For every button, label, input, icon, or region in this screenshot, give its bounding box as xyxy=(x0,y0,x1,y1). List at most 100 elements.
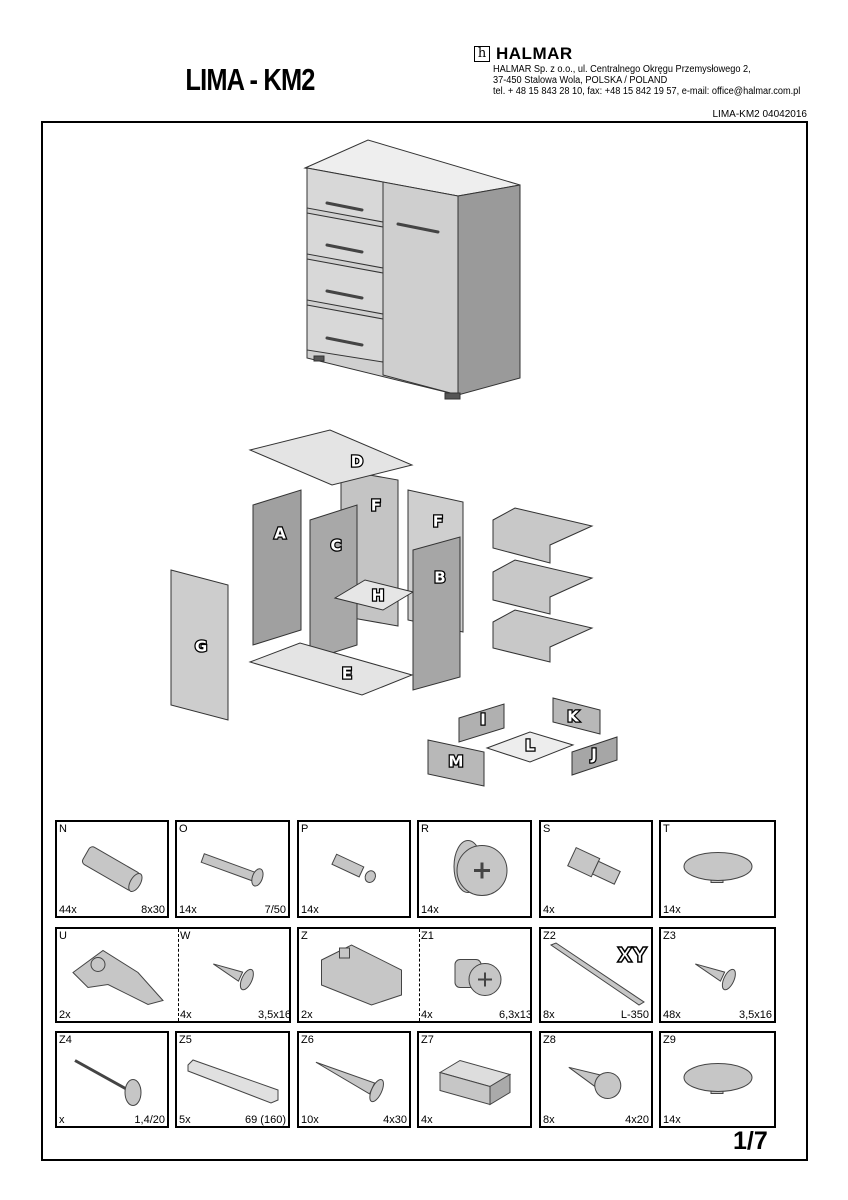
hardware-size: 1,4/20 xyxy=(134,1114,165,1126)
hardware-code: O xyxy=(179,823,188,835)
hardware-code: Z4 xyxy=(59,1034,72,1046)
hardware-quantity: 14x xyxy=(179,904,197,916)
hardware-quantity: 14x xyxy=(663,1114,681,1126)
cover-cap-icon xyxy=(683,852,752,883)
hardware-box: Z7 4x xyxy=(417,1031,532,1128)
drawer-boxes xyxy=(492,507,594,663)
hardware-quantity: x xyxy=(59,1114,65,1126)
part-label-d: D xyxy=(351,453,363,471)
dowel-icon xyxy=(81,846,143,893)
hardware-quantity: 48x xyxy=(663,1009,681,1021)
hardware-quantity: 10x xyxy=(301,1114,319,1126)
hardware-item-z7: Z7 4x xyxy=(419,1033,530,1126)
hardware-size: 6,3x13 xyxy=(498,1009,532,1021)
part-labels: A B C D E F F G H I J K L M xyxy=(194,451,598,772)
hardware-size: 4x30 xyxy=(383,1114,407,1126)
wood-screw-icon xyxy=(694,963,736,991)
part-label-h: H xyxy=(372,587,385,605)
hardware-code: N xyxy=(59,823,67,835)
hardware-item-z4: Z4 x 1,4/20 xyxy=(57,1033,167,1126)
hardware-size: 3,5x16 xyxy=(257,1009,291,1021)
hardware-code: R xyxy=(421,823,429,835)
hardware-code: Z9 xyxy=(663,1034,676,1046)
part-label-j: J xyxy=(590,746,597,764)
hardware-item-z9: Z9 14x xyxy=(661,1033,774,1126)
hardware-code: Z7 xyxy=(421,1034,434,1046)
hardware-quantity: 2x xyxy=(301,1009,313,1021)
hardware-box: R 14x xyxy=(417,820,532,918)
product-title: LIMA - KM2 xyxy=(185,62,315,97)
hardware-quantity: 14x xyxy=(421,904,439,916)
divider xyxy=(419,929,420,1021)
part-label-i: I xyxy=(480,711,486,729)
hardware-size: 8x30 xyxy=(141,904,165,916)
hardware-code: P xyxy=(301,823,309,835)
assembled-cabinet xyxy=(303,139,521,400)
hardware-quantity: 4x xyxy=(421,1114,433,1126)
cover-cap-icon xyxy=(683,1062,752,1094)
part-label-m: M xyxy=(449,753,464,771)
hardware-quantity: 4x xyxy=(180,1009,192,1021)
confirmat-screw-icon xyxy=(200,853,264,887)
part-label-e: E xyxy=(342,665,352,683)
nail-icon xyxy=(74,1058,142,1106)
exploded-parts xyxy=(170,429,618,787)
cam-lock-icon xyxy=(453,840,507,896)
shelf-pin-icon xyxy=(567,846,621,885)
hinge-icon xyxy=(71,949,164,1006)
hardware-item-o: O 14x 7/50 xyxy=(177,822,288,916)
cam-bolt-icon xyxy=(331,853,377,883)
wood-screw-icon xyxy=(212,963,254,991)
hardware-box: T 14x xyxy=(659,820,776,918)
part-label-c: C xyxy=(330,537,341,555)
part-label-f-back: F xyxy=(371,497,381,515)
page-number: 1/7 xyxy=(733,1127,768,1155)
hardware-box: Z9 14x xyxy=(659,1031,776,1128)
hardware-quantity: 44x xyxy=(59,904,77,916)
hardware-code: Z1 xyxy=(421,930,434,942)
contact-line: tel. + 48 15 843 28 10, fax: +48 15 842 … xyxy=(493,86,801,97)
furniture-illustration: A B C D E F F G H I J K L M xyxy=(170,139,618,787)
part-label-k: K xyxy=(567,708,580,726)
hardware-code: Z2 xyxy=(543,930,556,942)
divider xyxy=(178,929,179,1021)
brand-logo: h HALMAR xyxy=(474,44,573,64)
hardware-size: L-350 xyxy=(620,1009,649,1021)
wooden-strip-icon xyxy=(187,1058,278,1104)
hardware-code: Z8 xyxy=(543,1034,556,1046)
hardware-quantity: 2x xyxy=(59,1009,71,1021)
euro-screw-icon xyxy=(454,959,501,996)
hardware-size: 7/50 xyxy=(264,904,286,916)
mounting-plate-icon xyxy=(321,944,402,1006)
part-label-b: B xyxy=(434,569,445,587)
hardware-quantity: 8x xyxy=(543,1009,555,1021)
hardware-box: N 44x 8x30 xyxy=(55,820,169,918)
hardware-item-n: N 44x 8x30 xyxy=(57,822,167,916)
hardware-code: Z3 xyxy=(663,930,676,942)
hardware-code: U xyxy=(59,930,67,942)
address-line: HALMAR Sp. z o.o., ul. Centralnego Okręg… xyxy=(493,64,751,75)
hardware-item-u: U 2x xyxy=(57,929,178,1021)
part-label-a: A xyxy=(274,525,286,543)
orientation-mark: XY xyxy=(616,942,647,968)
hardware-quantity: 14x xyxy=(663,904,681,916)
block-icon xyxy=(438,1059,511,1105)
document-id: LIMA-KM2 04042016 xyxy=(712,109,807,120)
part-label-g: G xyxy=(195,638,207,656)
part-label-f-side: F xyxy=(433,513,443,531)
hardware-code: T xyxy=(663,823,670,835)
hardware-size: 69 (160) xyxy=(245,1114,286,1126)
